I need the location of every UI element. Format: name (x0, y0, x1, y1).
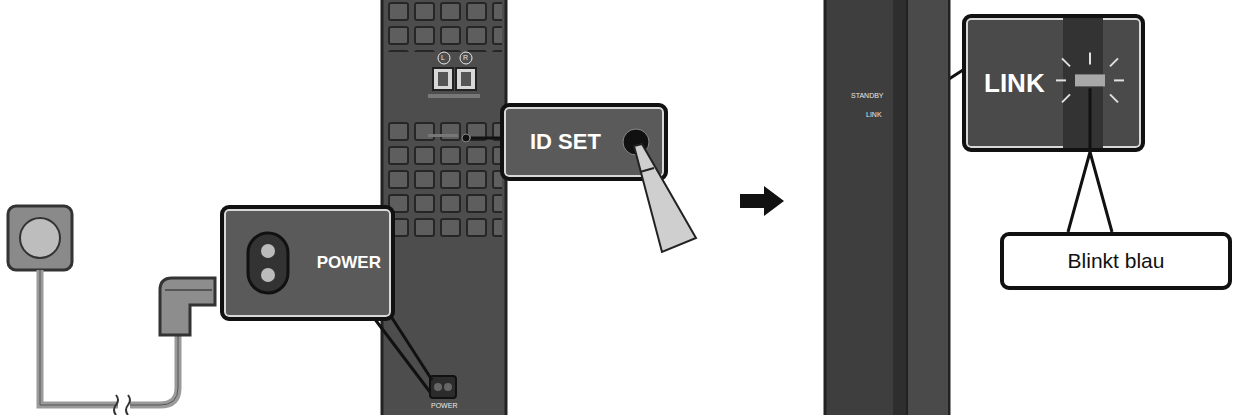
status-callout: Blinkt blau (1000, 232, 1232, 290)
inlet-pin (261, 244, 275, 258)
button-closeup (504, 107, 664, 177)
callout-text: POWER (317, 253, 381, 273)
inlet-pin (434, 383, 442, 391)
blink-ray (1062, 58, 1070, 66)
speaker-terminal (433, 68, 453, 90)
vent-grill (386, 120, 502, 240)
id-set-marking (428, 134, 458, 137)
pen-tip (634, 144, 696, 252)
channel-label: R (463, 54, 468, 61)
wall-socket (8, 206, 72, 270)
speaker-terminal (456, 68, 476, 90)
power-callout: POWER (220, 205, 395, 321)
leader-line (1089, 88, 1092, 152)
front-side (907, 0, 949, 415)
leader-connector (1068, 152, 1112, 232)
indicator-label: LINK (866, 111, 882, 118)
inlet-shape (248, 233, 288, 293)
label-ring (460, 52, 472, 64)
blink-ray (1089, 52, 1091, 64)
terminal-slot (438, 72, 448, 86)
link-callout: LINK (962, 14, 1145, 152)
blink-ray (1110, 58, 1118, 66)
terminal-slot (461, 72, 471, 86)
label-ring (438, 52, 450, 64)
blink-ray (1110, 94, 1118, 102)
inlet-pin (261, 268, 275, 282)
subwoofer-front (825, 0, 949, 415)
front-stripe (893, 0, 907, 415)
power-plug (160, 278, 215, 335)
indicator-label: STANDBY (851, 92, 884, 99)
power-cord-edge (40, 270, 178, 405)
inlet-closeup (228, 209, 308, 317)
inlet-pin (444, 383, 452, 391)
blink-ray (1114, 79, 1124, 81)
port-label: POWER (431, 402, 457, 409)
port-markings (428, 94, 480, 98)
power-cord (40, 270, 178, 405)
channel-label: L (441, 54, 445, 61)
id-set-callout: ID SET (500, 103, 668, 181)
socket-face (20, 218, 60, 258)
leader-line (471, 137, 502, 140)
step-arrow (740, 186, 784, 216)
cord-break (114, 395, 130, 415)
power-inlet (430, 376, 456, 398)
blink-ray (1062, 94, 1070, 102)
callout-text: Blinkt blau (1068, 249, 1165, 273)
id-set-button (462, 134, 470, 142)
pen-line (640, 168, 654, 172)
blink-ray (1056, 79, 1066, 81)
link-led (1075, 74, 1105, 86)
callout-text: LINK (984, 68, 1045, 99)
vent-grill (386, 0, 502, 52)
plug-ridge (165, 289, 212, 291)
callout-text: ID SET (530, 129, 601, 155)
